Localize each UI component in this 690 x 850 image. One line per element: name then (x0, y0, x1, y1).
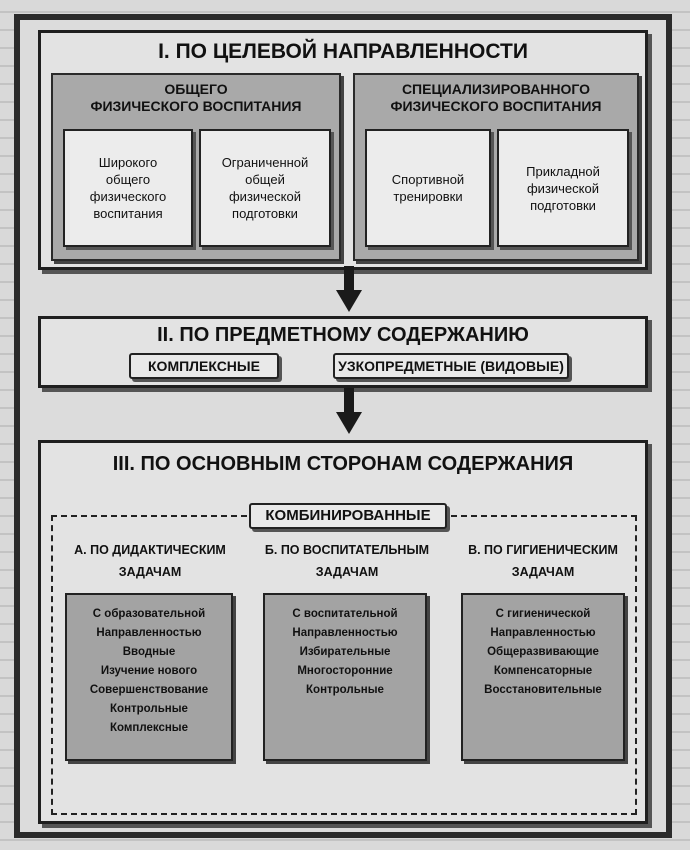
section-target-orientation: I. ПО ЦЕЛЕВОЙ НАПРАВЛЕННОСТИ ОБЩЕГО ФИЗИ… (38, 30, 648, 270)
box-broad-general: Широкого общего физического воспитания (63, 129, 193, 247)
box-didactic: С образовательной Направленностью Вводны… (65, 593, 233, 761)
box-applied-training: Прикладной физической подготовки (497, 129, 629, 247)
arrow-down-icon (336, 266, 362, 312)
arrow-down-icon (336, 388, 362, 434)
list-item: Многосторонние (297, 665, 393, 677)
list-item: Контрольные (110, 703, 188, 715)
section1-title: I. ПО ЦЕЛЕВОЙ НАПРАВЛЕННОСТИ (158, 40, 528, 63)
section-subject-content: II. ПО ПРЕДМЕТНОМУ СОДЕРЖАНИЮ КОМПЛЕКСНЫ… (38, 316, 648, 388)
list-item: С гигиенической (495, 608, 591, 620)
list-item: Направленностью (292, 627, 398, 639)
list-item: Избирательные (299, 646, 391, 658)
diagram-frame: I. ПО ЦЕЛЕВОЙ НАПРАВЛЕННОСТИ ОБЩЕГО ФИЗИ… (14, 14, 672, 838)
panel-general-education: ОБЩЕГО ФИЗИЧЕСКОГО ВОСПИТАНИЯ Широкого о… (51, 73, 341, 261)
box-educational: С воспитательной Направленностью Избират… (263, 593, 427, 761)
box-limited-general: Ограниченной общей физической подготовки (199, 129, 331, 247)
list-item: Компенсаторные (493, 665, 593, 677)
section2-title: II. ПО ПРЕДМЕТНОМУ СОДЕРЖАНИЮ (157, 324, 529, 346)
list-item: С образовательной (92, 608, 206, 620)
pill-complex: КОМПЛЕКСНЫЕ (129, 353, 279, 379)
list-item: С воспитательной (292, 608, 398, 620)
list-item: Направленностью (96, 627, 202, 639)
box-sports-training: Спортивной тренировки (365, 129, 491, 247)
list-item: Совершенствование (89, 684, 209, 696)
list-item: Восстановительные (484, 684, 602, 696)
panel-specialized-title: СПЕЦИАЛИЗИРОВАННОГО ФИЗИЧЕСКОГО ВОСПИТАН… (390, 81, 602, 114)
box-hygienic: С гигиенической Направленностью Общеразв… (461, 593, 625, 761)
panel-general-title: ОБЩЕГО ФИЗИЧЕСКОГО ВОСПИТАНИЯ (90, 81, 302, 114)
panel-specialized-education: СПЕЦИАЛИЗИРОВАННОГО ФИЗИЧЕСКОГО ВОСПИТАН… (353, 73, 639, 261)
list-item: Комплексные (109, 722, 189, 734)
list-item: Направленностью (490, 627, 596, 639)
list-item: Вводные (122, 646, 176, 658)
group-hygienic-title: В. ПО ГИГИЕНИЧЕСКИМ ЗАДАЧАМ (468, 543, 618, 579)
group-didactic-title: А. ПО ДИДАКТИЧЕСКИМ ЗАДАЧАМ (74, 543, 226, 579)
list-item: Общеразвивающие (487, 646, 599, 658)
list-item: Изучение нового (100, 665, 198, 677)
list-item: Контрольные (306, 684, 384, 696)
pill-narrow-subject: УЗКОПРЕДМЕТНЫЕ (ВИДОВЫЕ) (333, 353, 569, 379)
section3-title: III. ПО ОСНОВНЫМ СТОРОНАМ СОДЕРЖАНИЯ (112, 453, 574, 475)
group-educational-title: Б. ПО ВОСПИТАТЕЛЬНЫМ ЗАДАЧАМ (264, 543, 430, 579)
section-main-content-sides: III. ПО ОСНОВНЫМ СТОРОНАМ СОДЕРЖАНИЯ КОМ… (38, 440, 648, 824)
pill-combined: КОМБИНИРОВАННЫЕ (249, 503, 447, 529)
